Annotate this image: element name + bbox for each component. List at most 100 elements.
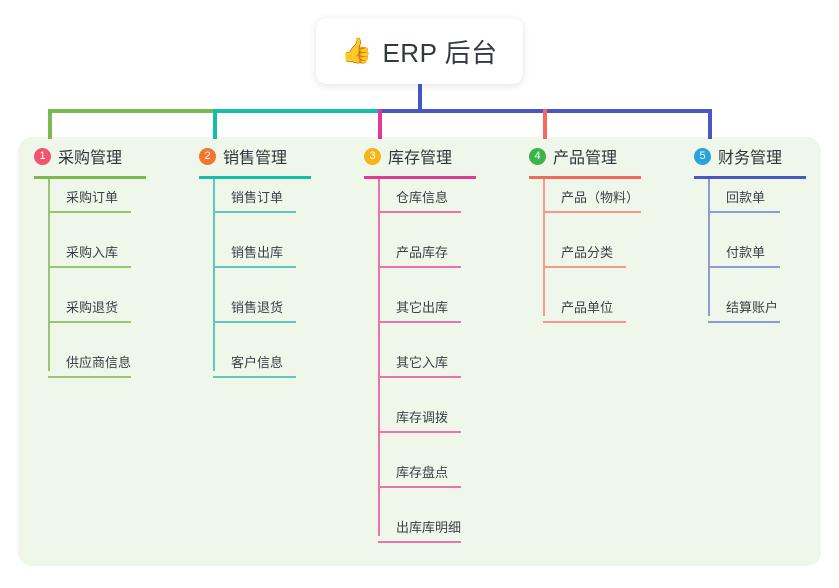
leaf-label: 采购订单: [66, 190, 119, 205]
leaf-label: 产品单位: [561, 300, 614, 315]
column-title-3: 库存管理: [388, 150, 453, 167]
leaf-label: 其它入库: [396, 355, 449, 370]
leaf-rule: [708, 266, 780, 268]
column-badge-4: 4: [529, 147, 546, 165]
leaf-item[interactable]: 采购订单: [48, 187, 131, 213]
column-header-5[interactable]: 5 财务管理: [694, 145, 806, 167]
leaf-item[interactable]: 结算账户: [708, 297, 780, 323]
leaf-rule: [213, 321, 296, 323]
leaf-label: 回款单: [726, 190, 766, 205]
leaf-item[interactable]: 其它入库: [378, 352, 461, 378]
column-rule-3: [364, 176, 476, 179]
column-title-2: 销售管理: [223, 150, 288, 167]
leaf-label: 采购退货: [66, 300, 119, 315]
column-header-4[interactable]: 4 产品管理: [529, 145, 641, 167]
column-badge-1: 1: [34, 147, 51, 165]
column-header-1[interactable]: 1 采购管理: [34, 145, 146, 167]
column-rule-4: [529, 176, 641, 179]
leaf-label: 结算账户: [726, 300, 779, 315]
column-5: 5 财务管理回款单付款单结算账户: [694, 145, 806, 323]
column-rule-5: [694, 176, 806, 179]
leaf-rule: [708, 321, 780, 323]
leaf-label: 供应商信息: [66, 355, 132, 370]
leaf-item[interactable]: 出库库明细: [378, 517, 461, 543]
leaf-label: 出库库明细: [396, 520, 462, 535]
leaf-rule: [378, 541, 461, 543]
leaf-rule: [48, 266, 131, 268]
leaf-label: 产品分类: [561, 245, 614, 260]
leaf-item[interactable]: 客户信息: [213, 352, 296, 378]
leaf-rule: [48, 321, 131, 323]
leaf-label: 其它出库: [396, 300, 449, 315]
column-rule-2: [199, 176, 311, 179]
thumbs-up-icon: 👍: [341, 36, 373, 65]
leaf-rule: [378, 486, 461, 488]
leaf-item[interactable]: 其它出库: [378, 297, 461, 323]
leaf-rule: [48, 211, 131, 213]
drop-connector-2: [213, 109, 217, 139]
leaf-item[interactable]: 销售退货: [213, 297, 296, 323]
drop-connector-3: [378, 109, 382, 139]
leaf-item[interactable]: 库存盘点: [378, 462, 461, 488]
column-title-1: 采购管理: [58, 150, 123, 167]
drop-connector-1: [48, 109, 52, 139]
leaf-label: 销售退货: [231, 300, 284, 315]
leaf-item[interactable]: 销售出库: [213, 242, 296, 268]
leaf-item[interactable]: 供应商信息: [48, 352, 131, 378]
column-4: 4 产品管理产品（物料） 产品分类产品单位: [529, 145, 641, 323]
leaf-rule: [543, 211, 641, 213]
leaf-item[interactable]: 产品单位: [543, 297, 626, 323]
column-spine-2: [213, 179, 215, 371]
leaf-rule: [213, 211, 296, 213]
column-badge-3: 3: [364, 147, 381, 165]
leaf-item[interactable]: 产品分类: [543, 242, 626, 268]
leaf-rule: [213, 376, 296, 378]
root-node[interactable]: 👍 ERP 后台: [316, 18, 523, 84]
leaf-rule: [378, 211, 461, 213]
column-spine-1: [48, 179, 50, 371]
column-header-3[interactable]: 3 库存管理: [364, 145, 476, 167]
leaf-item[interactable]: 采购入库: [48, 242, 131, 268]
drop-connector-4: [543, 109, 547, 139]
leaf-item[interactable]: 回款单: [708, 187, 780, 213]
leaf-rule: [543, 321, 626, 323]
leaf-rule: [378, 266, 461, 268]
drop-connector-5: [708, 109, 712, 139]
root-title: ERP 后台: [382, 37, 498, 68]
diagram-panel: [18, 137, 821, 566]
root-stem-connector: [418, 84, 422, 111]
leaf-item[interactable]: 仓库信息: [378, 187, 461, 213]
leaf-label: 采购入库: [66, 245, 119, 260]
leaf-label: 仓库信息: [396, 190, 449, 205]
leaf-rule: [378, 321, 461, 323]
leaf-label: 客户信息: [231, 355, 284, 370]
leaf-rule: [378, 431, 461, 433]
column-spine-4: [543, 179, 545, 316]
leaf-item[interactable]: 付款单: [708, 242, 780, 268]
bus-segment-2: [213, 109, 378, 113]
leaf-rule: [378, 376, 461, 378]
leaf-item[interactable]: 采购退货: [48, 297, 131, 323]
column-title-5: 财务管理: [718, 150, 783, 167]
leaf-rule: [543, 266, 626, 268]
leaf-item[interactable]: 产品（物料）: [543, 187, 641, 213]
column-title-4: 产品管理: [553, 150, 618, 167]
leaf-label: 库存调拨: [396, 410, 449, 425]
leaf-item[interactable]: 库存调拨: [378, 407, 461, 433]
leaf-rule: [708, 211, 780, 213]
leaf-label: 产品库存: [396, 245, 449, 260]
leaf-rule: [213, 266, 296, 268]
leaf-label: 销售出库: [231, 245, 284, 260]
leaf-item[interactable]: 产品库存: [378, 242, 461, 268]
leaf-item[interactable]: 销售订单: [213, 187, 296, 213]
column-badge-5: 5: [694, 147, 711, 165]
bus-segment-1: [48, 109, 213, 113]
leaf-label: 销售订单: [231, 190, 284, 205]
leaf-label: 库存盘点: [396, 465, 449, 480]
column-rule-1: [34, 176, 146, 179]
column-spine-3: [378, 179, 380, 536]
column-3: 3 库存管理仓库信息产品库存其它出库其它入库库存调拨库存盘点出库库明细: [364, 145, 476, 543]
